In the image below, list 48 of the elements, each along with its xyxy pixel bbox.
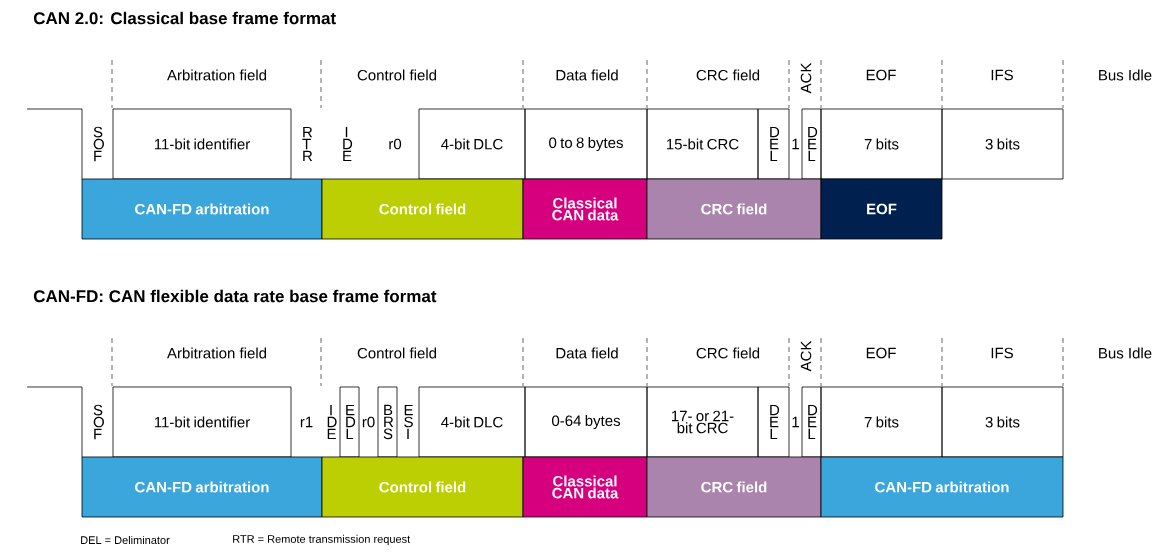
field-bar: CAN-FD arbitration: [81, 456, 323, 518]
bit-field-box: D E L: [801, 386, 822, 458]
field-heading: Bus Idle: [1099, 69, 1152, 81]
bit-label: R T R: [302, 126, 313, 162]
field-bar: CAN-FD arbitration: [81, 178, 323, 240]
field-bar: Control field: [321, 456, 524, 518]
bit-field-box: 3 bits: [941, 108, 1064, 180]
field-bar: Classical CAN data: [522, 178, 648, 240]
field-bar: Control field: [321, 178, 524, 240]
field-heading: IFS: [991, 347, 1013, 359]
bit-label: S O F: [93, 404, 104, 440]
field-heading: Arbitration field: [167, 347, 267, 359]
field-heading: CRC field: [696, 347, 760, 359]
field-heading: EOF: [866, 69, 896, 81]
bit-label: I D E: [343, 126, 353, 162]
field-heading: CRC field: [696, 69, 760, 81]
bit-label: I D E: [327, 404, 337, 440]
bit-label: E S I: [404, 404, 413, 440]
bit-field-box: D E L: [801, 108, 822, 180]
bit-label: 1: [792, 416, 799, 428]
bit-label: 1: [792, 138, 799, 150]
bit-label: r1: [300, 416, 313, 428]
field-heading: Control field: [357, 347, 437, 359]
bit-field-box: D E L: [757, 108, 790, 180]
bit-label: r0: [362, 416, 375, 428]
note: RTR = Remote transmission request: [233, 534, 411, 546]
field-heading: Arbitration field: [167, 69, 267, 81]
bit-field-box: B R S: [377, 386, 398, 458]
bit-label: r0: [389, 138, 402, 150]
field-bar: CRC field: [646, 178, 822, 240]
bit-label: S O F: [93, 126, 104, 162]
field-bar: EOF: [820, 178, 943, 240]
title: CAN-FD: CAN flexible data rate base frame format: [33, 289, 437, 303]
note: DEL = Deliminator: [81, 535, 170, 545]
field-bar: CRC field: [646, 456, 822, 518]
field-heading: Bus Idle: [1099, 347, 1152, 359]
field-heading: ACK: [800, 340, 812, 372]
bit-field-box: E D L: [339, 386, 360, 458]
field-heading: Control field: [357, 69, 437, 81]
field-heading: ACK: [800, 62, 812, 94]
field-heading: Data field: [556, 347, 618, 359]
title: CAN 2.0: Classical base frame format: [33, 11, 336, 25]
field-heading: IFS: [991, 69, 1013, 81]
field-bar: CAN-FD arbitration: [820, 456, 1064, 518]
field-heading: EOF: [866, 347, 896, 359]
bit-field-box: D E L: [757, 386, 790, 458]
field-heading: Data field: [556, 69, 618, 81]
field-bar: Classical CAN data: [522, 456, 648, 518]
